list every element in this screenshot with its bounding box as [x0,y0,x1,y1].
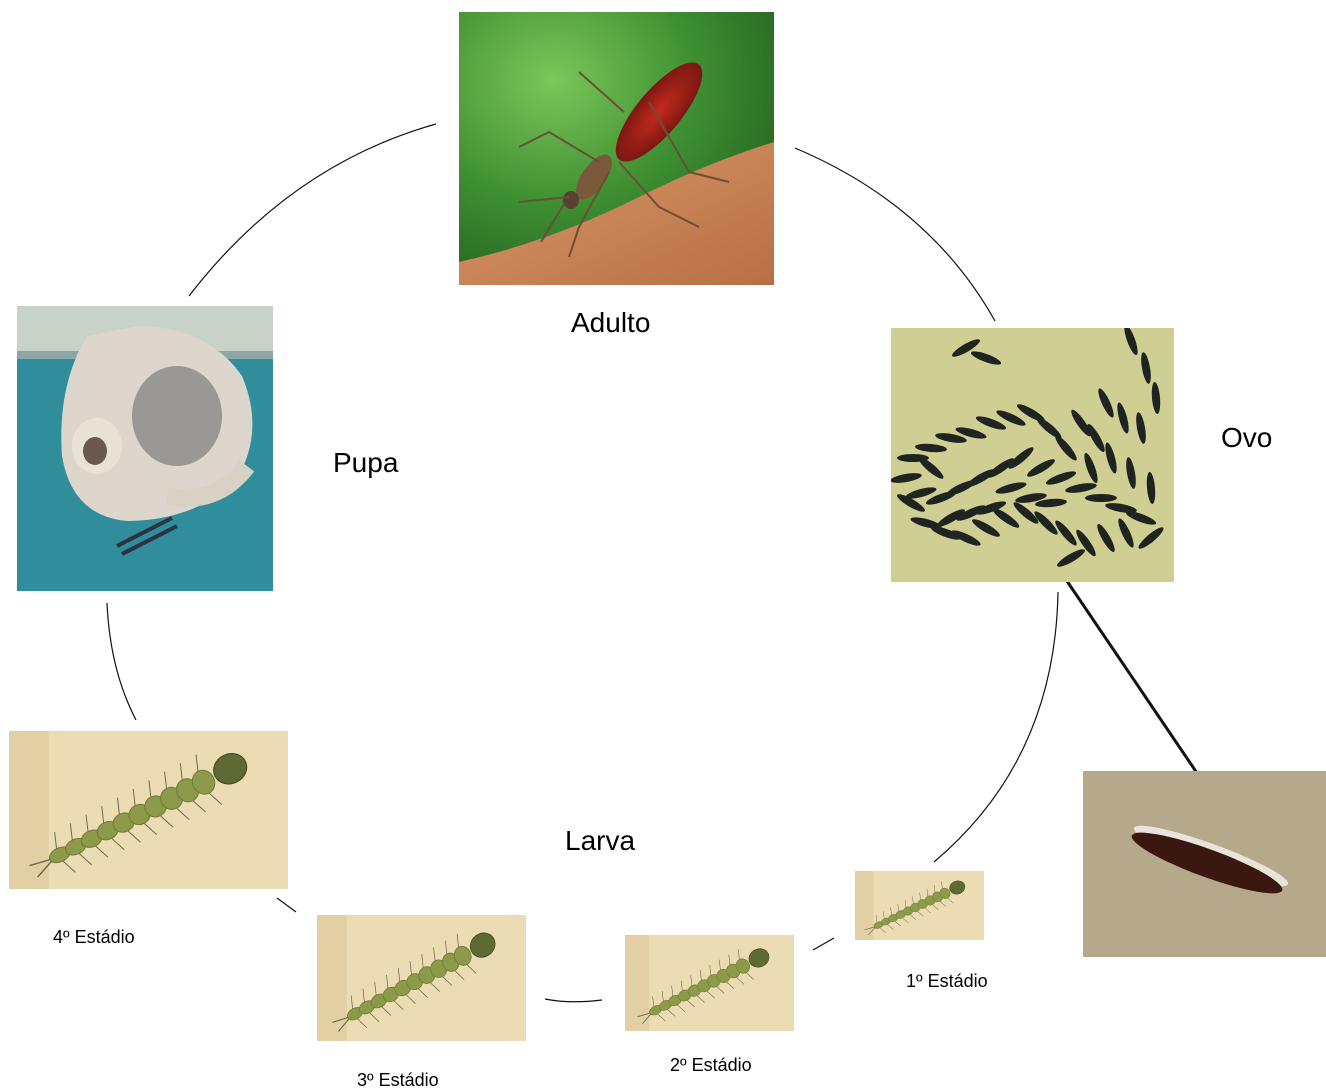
instar-label-3: 3º Estádio [357,1070,439,1091]
arc-instar3-to-instar4 [277,898,296,912]
arc-instar2-to-instar3 [545,999,602,1002]
arc-pupa-to-adult [189,124,436,296]
arc-instar1-to-instar2 [813,938,834,950]
pupa-photo [17,306,273,591]
stage-label-adult: Adulto [571,307,650,339]
adult-photo [459,12,774,285]
arc-egg-to-instar1 [934,592,1058,862]
instar-label-1: 1º Estádio [906,971,988,992]
instar-label-2: 2º Estádio [670,1055,752,1076]
larva-2nd-instar-photo [625,935,794,1031]
larva-4th-instar-photo [9,731,288,889]
larva-3rd-instar-photo [317,915,526,1041]
stage-label-pupa: Pupa [333,447,398,479]
arc-adult-to-egg [795,148,995,321]
larva-1st-instar-photo [855,871,984,940]
egg-closeup-photo [1083,771,1326,957]
arc-instar4-to-pupa [107,603,136,720]
egg-zoom-arrow [1050,556,1218,804]
stage-label-larva: Larva [565,825,635,857]
egg-cluster-photo [891,328,1174,582]
instar-label-4: 4º Estádio [53,927,135,948]
stage-label-egg: Ovo [1221,422,1272,454]
